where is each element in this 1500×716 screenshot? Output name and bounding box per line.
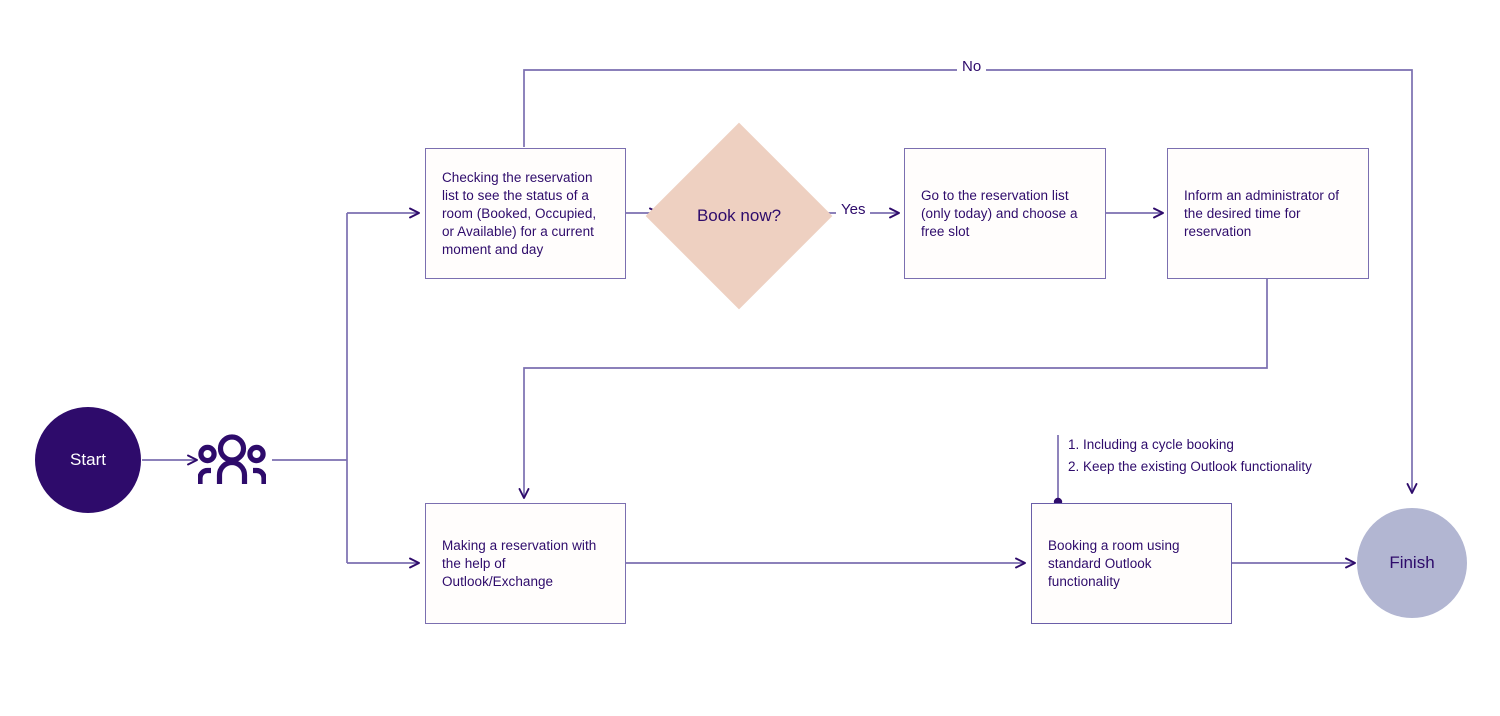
decision-label: Book now? xyxy=(696,206,782,225)
edge-label-yes: Yes xyxy=(836,201,871,218)
process-inform-label: Inform an administrator of the desired t… xyxy=(1184,187,1340,239)
process-checking-reservation-list[interactable]: Checking the reservation list to see the… xyxy=(425,148,626,279)
process-making-reservation[interactable]: Making a reservation with the help of Ou… xyxy=(425,503,626,624)
process-goto-reservation-list[interactable]: Go to the reservation list (only today) … xyxy=(904,148,1106,279)
finish-label: Finish xyxy=(1389,553,1435,572)
annotation-note-1: 1. Including a cycle booking xyxy=(1068,437,1234,452)
process-making-label: Making a reservation with the help of Ou… xyxy=(442,537,597,589)
process-booking-label: Booking a room using standard Outlook fu… xyxy=(1048,537,1180,589)
edge-label-no: No xyxy=(957,58,987,75)
finish-node[interactable]: Finish xyxy=(1357,508,1467,618)
process-goto-label: Go to the reservation list (only today) … xyxy=(921,187,1078,239)
decision-book-now[interactable]: Book now? xyxy=(645,122,833,310)
process-checking-label: Checking the reservation list to see the… xyxy=(442,169,597,257)
people-group-icon xyxy=(197,434,267,486)
start-node[interactable]: Start xyxy=(35,407,141,513)
annotation-note-2: 2. Keep the existing Outlook functionali… xyxy=(1068,459,1312,474)
process-inform-administrator[interactable]: Inform an administrator of the desired t… xyxy=(1167,148,1369,279)
start-label: Start xyxy=(70,450,106,469)
edge-no-to-finish xyxy=(523,69,1418,494)
process-booking-standard-outlook[interactable]: Booking a room using standard Outlook fu… xyxy=(1031,503,1232,624)
